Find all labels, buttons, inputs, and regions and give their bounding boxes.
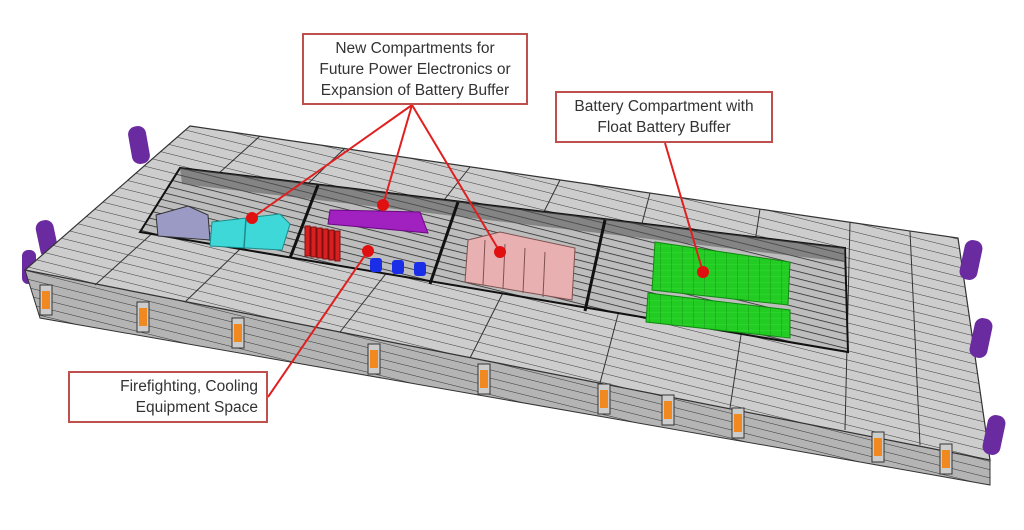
bollards (39, 284, 953, 475)
equipment (155, 205, 791, 339)
callout-line: New Compartments for (335, 40, 495, 57)
purple-modules (327, 209, 429, 234)
green-battery-buffer-upper (651, 241, 791, 306)
callout-line: Expansion of Battery Buffer (320, 82, 510, 99)
leader-dots (246, 199, 709, 278)
fender (959, 240, 983, 280)
leader-lines (251, 104, 704, 398)
fender (969, 318, 993, 358)
callout-line: Battery Compartment with (574, 98, 754, 115)
pink-battery-racks (464, 231, 576, 301)
grey-equipment-block (155, 205, 211, 241)
fender (128, 125, 150, 165)
leader-new-to-pink (411, 104, 501, 253)
callout-new-compartments: New Compartments for Future Power Electr… (302, 33, 528, 105)
callout-line: Equipment Space (135, 399, 258, 416)
leader-battery (664, 142, 704, 273)
leader-new-to-purple (382, 104, 413, 206)
fender (982, 415, 1006, 455)
dot-fire (362, 245, 374, 257)
callout-battery-compartment: Battery Compartment with Float Battery B… (555, 91, 773, 143)
pit-back-wall (180, 168, 845, 262)
dot-cyan (246, 212, 258, 224)
callout-line: Firefighting, Cooling (120, 378, 258, 395)
dot-purple (377, 199, 389, 211)
leader-new-to-cyan (251, 104, 413, 219)
bulkheads (288, 184, 607, 312)
dot-battery (697, 266, 709, 278)
green-battery-buffer-lower (645, 292, 791, 339)
callout-line: Float Battery Buffer (597, 119, 731, 136)
red-cylinders (304, 225, 341, 262)
callout-firefighting: Firefighting, Cooling Equipment Space (68, 371, 268, 423)
fenders-right (959, 240, 1006, 455)
dot-pink (494, 246, 506, 258)
blue-pumps (370, 258, 426, 276)
cyan-modules (209, 213, 291, 251)
leader-fire (267, 250, 369, 398)
callout-line: Future Power Electronics or (319, 61, 511, 78)
